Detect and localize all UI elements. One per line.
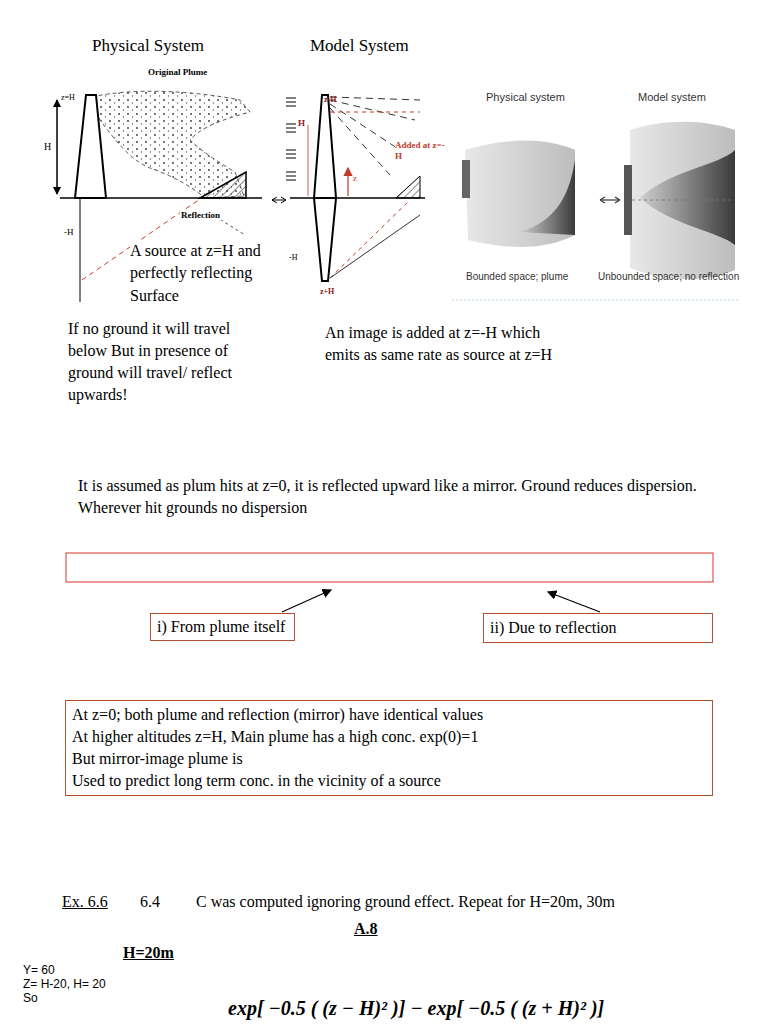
pointer-arrows: [282, 590, 600, 612]
box-text: ii) Due to reflection: [490, 617, 706, 639]
text-label: Added at z=-H: [395, 140, 445, 162]
box-text: Used to predict long term conc. in the v…: [72, 770, 706, 792]
text-label: Model system: [638, 90, 706, 105]
text-label: -H: [64, 226, 74, 238]
callout-box: ii) Due to reflection: [483, 613, 713, 643]
text-label: An image is added at z=-H which emits as…: [325, 322, 557, 366]
model-system-figure: [286, 95, 425, 281]
text-label: z+H: [320, 286, 334, 297]
text-label: Physical system: [486, 90, 565, 105]
box-text: At higher altitudes z=H, Main plume has …: [72, 726, 706, 748]
text-label: A.8: [354, 918, 378, 940]
formula-box: [66, 553, 713, 582]
text-label: It is assumed as plum hits at z=0, it is…: [78, 475, 698, 519]
text-label: If no ground it will travel below But in…: [68, 318, 258, 406]
text-label: Y= 60: [23, 964, 55, 978]
text-label: Z= H-20, H= 20: [23, 978, 106, 992]
text-label: -H: [289, 252, 297, 263]
text-label: Model System: [310, 34, 409, 57]
text-label: C was computed ignoring ground effect. R…: [196, 891, 615, 913]
text-label: Reflection: [180, 209, 221, 221]
note-box: At z=0; both plume and reflection (mirro…: [65, 700, 713, 796]
text-label: z: [353, 172, 357, 184]
photo-figure: [452, 122, 740, 300]
text-label: exp[ −0.5 ( (z − H)² )] − exp[ −0.5 ( (z…: [228, 997, 604, 1019]
box-text: But mirror-image plume is: [72, 748, 706, 770]
text-label: Physical System: [92, 34, 204, 57]
equivalence-arrow: [272, 197, 286, 203]
text-label: z-H: [324, 94, 336, 105]
text-label: Bounded space; plume: [466, 270, 568, 284]
text-label: A source at z=H and perfectly reflecting…: [130, 240, 278, 307]
text-label: z=H: [61, 92, 75, 103]
text-label: Unbounded space; no reflection: [598, 270, 739, 284]
text-label: H: [44, 140, 51, 154]
text-label: So: [23, 992, 38, 1006]
text-label: H: [298, 117, 305, 129]
text-label: H=20m: [123, 942, 174, 964]
box-text: i) From plume itself: [157, 616, 288, 638]
box-text: At z=0; both plume and reflection (mirro…: [72, 704, 706, 726]
text-label: 6.4: [140, 891, 160, 913]
text-label: Ex. 6.6: [62, 891, 108, 913]
text-label: Original Plume: [148, 66, 207, 78]
callout-box: i) From plume itself: [150, 613, 295, 641]
